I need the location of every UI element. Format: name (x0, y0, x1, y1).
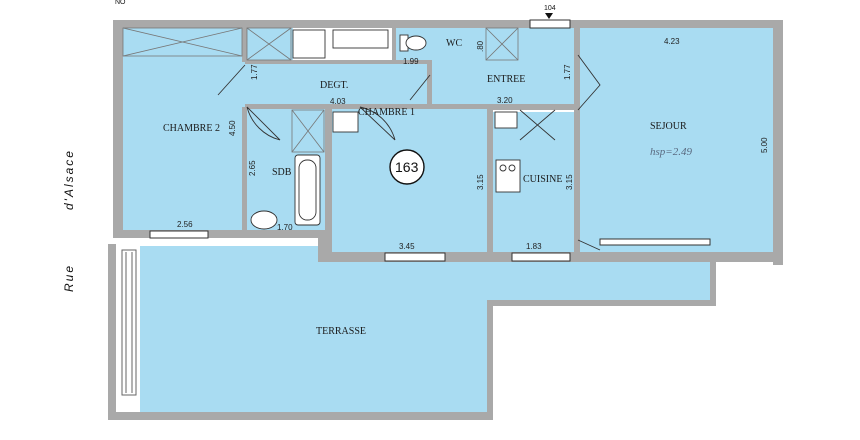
height-note: hsp=2.49 (650, 146, 692, 158)
cuisine-sink (494, 111, 518, 129)
dim-3-45: 3.45 (399, 242, 415, 251)
unit-badge: 163 (389, 149, 425, 185)
dim-3-15b: 3.15 (565, 174, 574, 190)
terrace-railing (121, 249, 137, 396)
dim-4-50: 4.50 (228, 120, 237, 136)
room-labels: CHAMBRE 2 DEGT. ENTREE WC SEJOUR CHAMBRE… (163, 38, 687, 337)
counter-top (332, 29, 389, 49)
dim-1-70: 1.70 (277, 223, 293, 232)
street-label: Rue d'Alsace (62, 149, 76, 292)
unit-number: 163 (395, 159, 419, 175)
terrasse-area (140, 246, 715, 418)
label-chambre2: CHAMBRE 2 (163, 123, 220, 134)
label-degt: DEGT. (320, 80, 348, 91)
dim-5-00: 5.00 (760, 137, 769, 153)
dim-2-56: 2.56 (177, 220, 193, 229)
dim-0-80: .80 (476, 40, 485, 52)
fixtures (250, 29, 521, 230)
label-sejour: SEJOUR (650, 121, 687, 132)
closet-area (245, 28, 293, 62)
closets (122, 27, 519, 153)
street-line1: Rue (62, 264, 76, 292)
dim-1-77a: 1.77 (250, 64, 259, 80)
top-marker-label: 104 (544, 5, 556, 12)
top-marker: 104 (544, 5, 556, 19)
windows (149, 19, 711, 262)
street-line2: d'Alsace (62, 149, 76, 210)
kitchen-unit (495, 159, 521, 193)
dim-3-15a: 3.15 (476, 174, 485, 190)
label-wc: WC (446, 38, 462, 49)
label-chambre1: CHAMBRE 1 (358, 107, 415, 118)
degt-area (245, 62, 430, 107)
dim-1-83: 1.83 (526, 242, 542, 251)
room-fills (123, 28, 773, 418)
chambre2-area (123, 28, 245, 230)
dim-2-65: 2.65 (248, 160, 257, 176)
dim-4-03: 4.03 (330, 97, 346, 106)
label-terrasse: TERRASSE (316, 326, 366, 337)
dimension-labels: 4.23 1.77 1.99 .80 1.77 4.03 3.20 4.50 5… (177, 37, 769, 251)
sejour-area (578, 28, 773, 252)
dim-1-99: 1.99 (403, 57, 419, 66)
label-entree: ENTREE (487, 74, 525, 85)
label-cuisine: CUISINE (523, 174, 562, 185)
corner-mark: NO (115, 0, 126, 6)
dim-1-77b: 1.77 (563, 64, 572, 80)
ch1-sink (332, 111, 359, 133)
toilet-bowl (405, 35, 427, 51)
dim-3-20: 3.20 (497, 96, 513, 105)
label-sdb: SDB (272, 167, 292, 178)
dim-4-23: 4.23 (664, 37, 680, 46)
sdb-sink (250, 210, 278, 230)
doors (217, 54, 601, 251)
sink-top (292, 29, 326, 59)
